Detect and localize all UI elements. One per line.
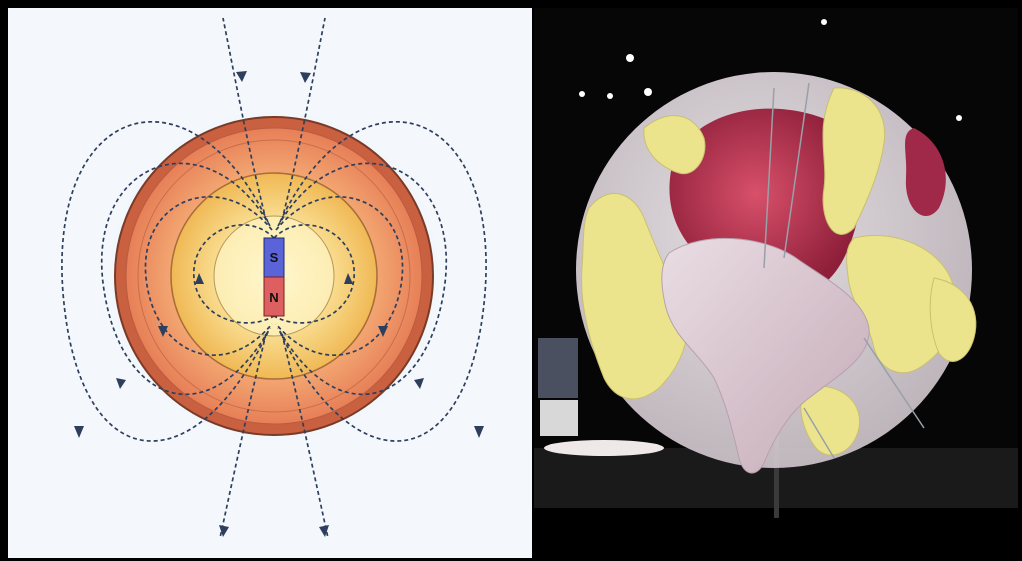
support-rods (763, 82, 925, 459)
earth-globe (114, 116, 434, 436)
arrow-icon (414, 378, 424, 389)
arrow-icon (344, 273, 353, 284)
continent-west (581, 193, 688, 400)
field-lines (61, 17, 487, 539)
field-line (61, 120, 269, 442)
light-icon (644, 88, 652, 96)
earth-magnetic-field-diagram: S N (8, 8, 532, 558)
light-icon (579, 91, 585, 97)
exhibit-sign (540, 400, 578, 436)
globe-model-svg (534, 8, 1018, 558)
field-line (279, 120, 487, 442)
continent-east (846, 234, 957, 374)
field-arrows (74, 71, 484, 537)
continents (581, 87, 977, 456)
light-icon (821, 19, 827, 25)
light-icon (626, 54, 634, 62)
arrow-icon (378, 326, 388, 337)
field-line (193, 224, 275, 324)
arrow-icon (158, 326, 168, 337)
south-label: S (270, 250, 279, 265)
arrow-icon (74, 426, 84, 438)
continent-south (800, 385, 860, 456)
exhibit-panel (538, 338, 578, 398)
magnet-north-pole (263, 276, 285, 317)
continent-far-east (929, 277, 977, 362)
interior-mass-right (905, 128, 946, 217)
field-line (275, 195, 404, 356)
globe-stand (774, 428, 779, 518)
light-icon (607, 93, 613, 99)
field-line (273, 224, 355, 324)
south-america-continent (661, 237, 870, 474)
arrow-icon (236, 71, 247, 82)
field-line (277, 162, 448, 396)
continent-north (822, 87, 886, 235)
arrow-icon (195, 273, 204, 284)
continent-northwest (643, 115, 706, 175)
arrow-icon (300, 72, 311, 83)
north-label: N (269, 290, 278, 305)
globe-model-photo (534, 8, 1018, 558)
ceiling-lights (579, 19, 962, 121)
arrow-icon (116, 378, 126, 389)
magnetic-field-svg: S N (61, 17, 487, 539)
light-icon (956, 115, 962, 121)
floor-disc (544, 440, 664, 456)
field-line (100, 162, 271, 396)
arrow-icon (219, 525, 229, 537)
mantle-boundary (137, 139, 411, 413)
arrow-icon (474, 426, 484, 438)
arrow-icon (319, 525, 329, 537)
field-line (144, 195, 273, 356)
bar-magnet: S N (263, 237, 285, 317)
